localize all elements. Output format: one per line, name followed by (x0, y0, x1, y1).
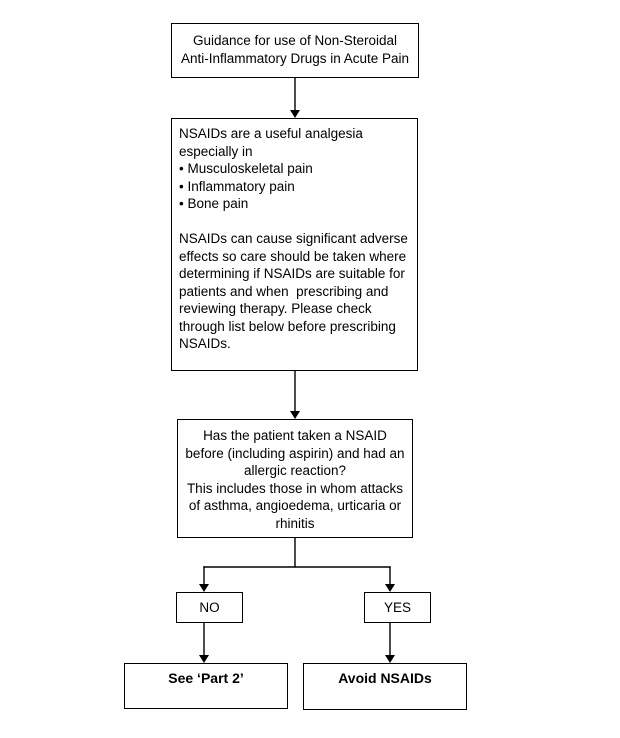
flow-box-title: Guidance for use of Non-Steroidal Anti-I… (171, 23, 419, 78)
flow-box-avoid-nsaids: Avoid NSAIDs (303, 663, 467, 710)
arrowhead-split-to-yes (385, 584, 395, 592)
avoid-nsaids-label: Avoid NSAIDs (338, 670, 432, 686)
info-box-text: NSAIDs are a useful analgesia especially… (179, 126, 408, 351)
flow-box-see-part2: See ‘Part 2’ (124, 663, 288, 709)
flow-box-no: NO (176, 592, 243, 623)
flow-box-info: NSAIDs are a useful analgesia especially… (171, 118, 418, 371)
flow-box-question: Has the patient taken a NSAID before (in… (177, 419, 413, 538)
yes-box-label: YES (383, 599, 411, 615)
no-box-label: NO (199, 599, 220, 615)
see-part2-label: See ‘Part 2’ (168, 670, 244, 686)
arrowhead-yes-to-avoid (385, 655, 395, 663)
arrowhead-no-to-part2 (199, 655, 209, 663)
question-box-text: Has the patient taken a NSAID before (in… (185, 428, 405, 531)
arrowhead-info-to-question (290, 411, 300, 419)
arrowhead-title-to-info (290, 110, 300, 118)
flow-box-yes: YES (364, 592, 431, 623)
arrowhead-split-to-no (199, 584, 209, 592)
title-box-text: Guidance for use of Non-Steroidal Anti-I… (180, 33, 410, 66)
